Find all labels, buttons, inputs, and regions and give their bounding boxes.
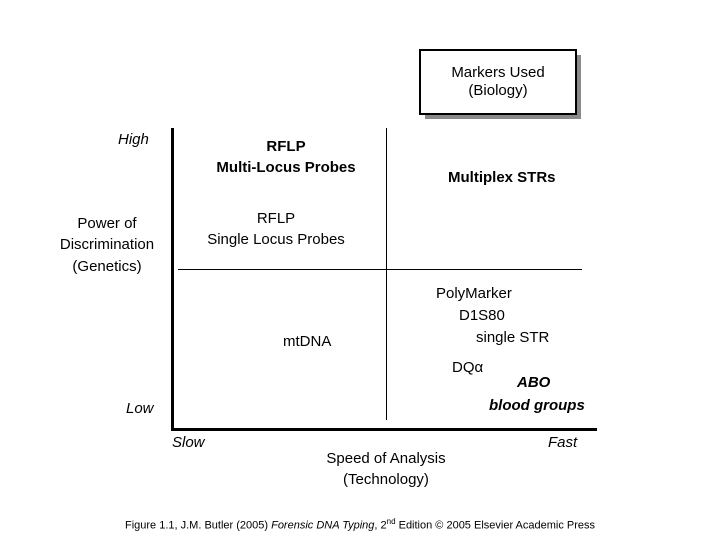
- marker-rflp-multi-locus-probes: RFLP Multi-Locus Probes: [192, 136, 380, 179]
- x-axis-fast-label: Fast: [548, 434, 578, 451]
- callout-title-line1: Markers Used: [451, 63, 545, 81]
- x-axis-title: Speed of Analysis (Technology): [286, 448, 486, 491]
- x-axis-line: [171, 428, 597, 431]
- y-axis-title: Power of Discrimination (Genetics): [47, 213, 167, 277]
- caption-part3: Edition © 2005 Elsevier Academic Press: [395, 519, 596, 532]
- y-axis-line: [171, 128, 174, 431]
- callout-title-line2: (Biology): [468, 82, 528, 99]
- vertical-quadrant-divider: [386, 128, 387, 420]
- marker-dq-alpha: DQα: [452, 359, 484, 376]
- y-axis-title-line3: (Genetics): [72, 257, 142, 275]
- caption-part1: Figure 1.1, J.M. Butler (2005): [124, 519, 272, 532]
- horizontal-quadrant-divider: [178, 269, 582, 270]
- markers-used-callout: Markers Used (Biology): [419, 49, 577, 115]
- y-axis-title-line1: Power of: [77, 215, 137, 232]
- marker-rflp-single-locus-probes: RFLP Single Locus Probes: [185, 208, 367, 251]
- y-axis-high-label: High: [118, 131, 149, 148]
- marker-rflp-multi-line2: Multi-Locus Probes: [216, 159, 356, 177]
- y-axis-title-line2: Discrimination: [59, 236, 155, 254]
- marker-rflp-single-line1: RFLP: [256, 210, 296, 227]
- figure-caption: Figure 1.1, J.M. Butler (2005) Forensic …: [0, 517, 720, 532]
- caption-book-title: Forensic DNA Typing: [271, 519, 375, 532]
- marker-blood-groups: blood groups: [489, 397, 585, 414]
- x-axis-title-line1: Speed of Analysis: [326, 450, 446, 467]
- x-axis-title-line2: (Technology): [343, 471, 429, 489]
- marker-mtdna: mtDNA: [283, 333, 332, 350]
- marker-rflp-multi-line1: RFLP: [266, 138, 306, 155]
- caption-ordinal-suffix: nd: [386, 517, 396, 526]
- marker-polymarker: PolyMarker: [436, 285, 512, 302]
- marker-rflp-single-line2: Single Locus Probes: [207, 231, 345, 249]
- caption-part2: , 2: [374, 519, 387, 532]
- marker-multiplex-strs: Multiplex STRs: [448, 169, 556, 186]
- marker-abo: ABO: [517, 374, 551, 391]
- x-axis-slow-label: Slow: [172, 434, 205, 451]
- marker-d1s80: D1S80: [459, 307, 505, 324]
- y-axis-low-label: Low: [126, 400, 154, 417]
- marker-single-str: single STR: [476, 329, 550, 346]
